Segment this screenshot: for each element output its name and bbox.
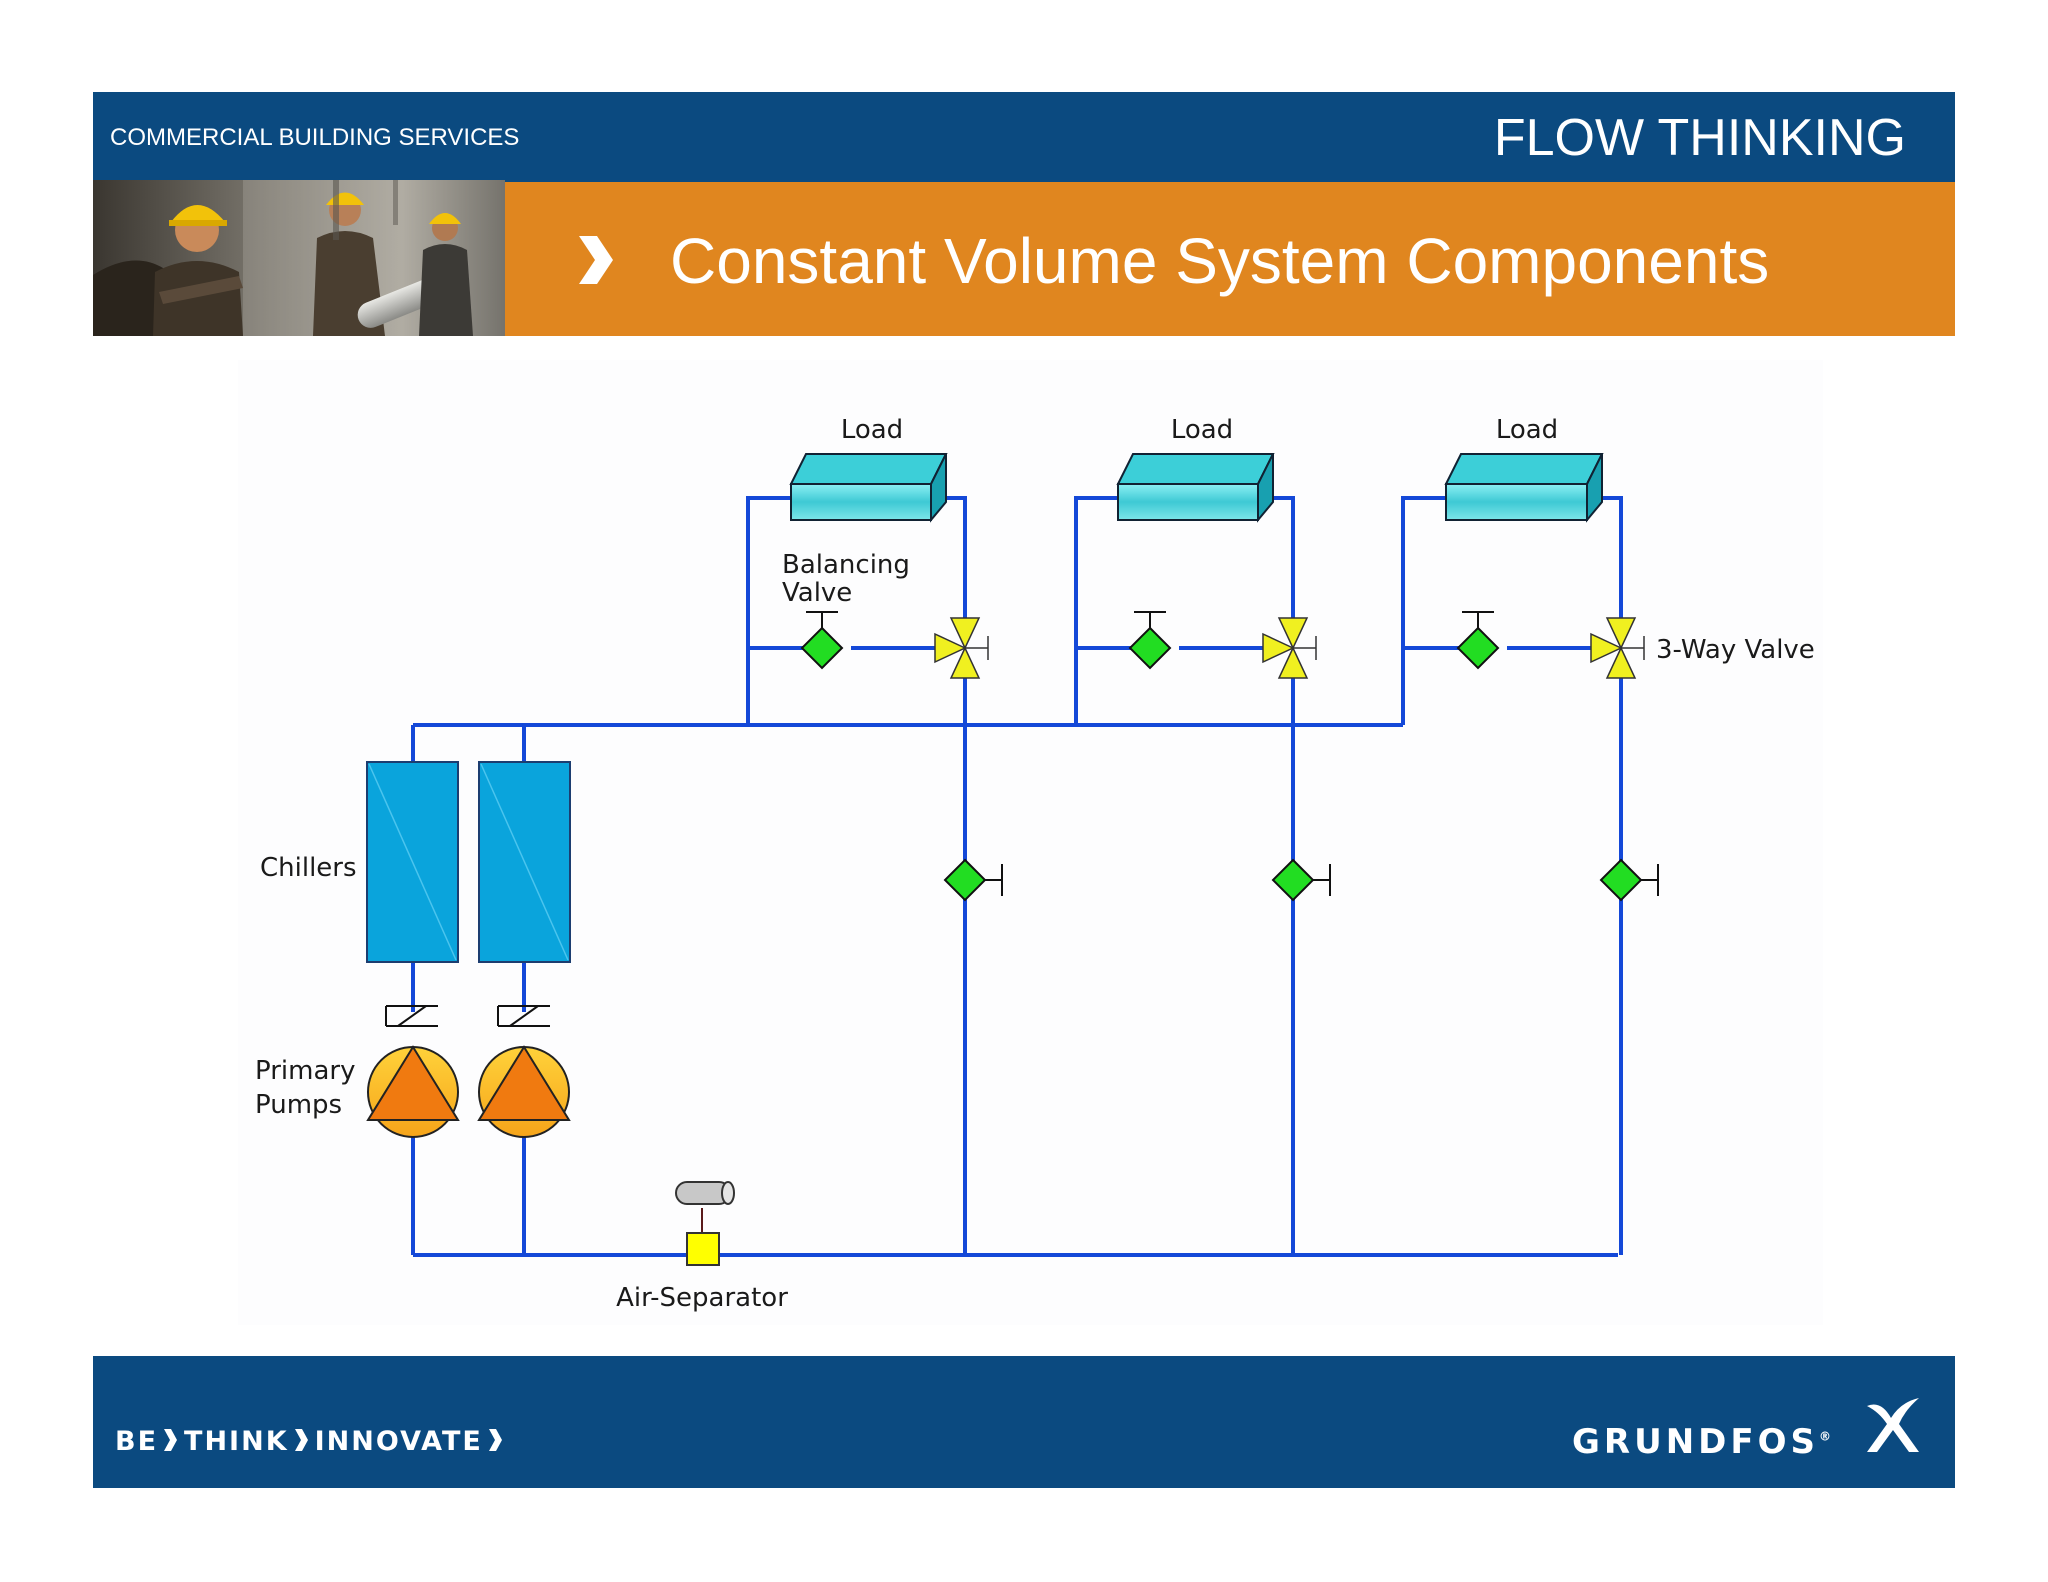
load-label-3: Load [1496,415,1558,445]
piping-network [411,496,1623,1257]
three-way-valve-1 [934,617,989,679]
load-unit-2 [1116,453,1275,523]
section-label: COMMERCIAL BUILDING SERVICES [110,124,520,151]
return-balancing-valve-3 [1599,858,1659,902]
primary-pump-1 [366,1045,460,1138]
three-way-valve-label: 3-Way Valve [1656,635,1815,665]
tagline-innovate: INNOVATE [314,1426,483,1457]
grundfos-logo-text: GRUNDFOS® [1572,1422,1835,1462]
check-valve-icon [497,1005,550,1027]
load-label-1: Load [841,415,903,445]
chillers-label: Chillers [260,853,357,883]
workers-photo [93,180,505,336]
flow-thinking-label: FLOW THINKING [1493,109,1906,167]
title-bar [505,182,1955,336]
check-valve-icon [385,1005,438,1027]
three-way-valve-2 [1262,617,1317,679]
primary-pumps-label-line1: Primary [255,1056,355,1086]
branch2-return [1179,496,1295,1255]
chevron-right-icon [294,1429,308,1451]
load-unit-3 [1444,453,1604,523]
load-unit-1 [789,453,948,523]
chiller-1 [366,761,459,963]
three-way-valve-3 [1590,617,1645,679]
footer-tagline: BE THINK INNOVATE [115,1426,509,1457]
registered-mark: ® [1819,1429,1835,1444]
brand-name: GRUNDFOS [1572,1422,1819,1462]
balancing-valve-label-line2: Valve [782,578,852,608]
chevron-right-icon [579,236,613,284]
primary-pumps-label-line2: Pumps [255,1090,342,1120]
air-separator-icon [675,1181,735,1266]
slide-title: Constant Volume System Components [670,225,1770,297]
balancing-valve-1 [800,611,844,670]
chiller-2 [478,761,571,963]
header-bar [93,92,1955,182]
branch3-return [1507,496,1623,1255]
air-separator-label: Air-Separator [616,1283,788,1313]
chevron-right-icon [488,1429,502,1451]
balancing-valve-2 [1128,611,1172,670]
system-diagram-panel: Load Load Load Balancing Valve 3-Way Val… [238,360,1823,1325]
chevron-right-icon [164,1429,178,1451]
branch1-return [851,496,967,1255]
load-label-2: Load [1171,415,1233,445]
tagline-be: BE [115,1426,159,1457]
footer-bar: BE THINK INNOVATE GRUNDFOS® [93,1356,1955,1488]
constant-volume-system-diagram: Load Load Load Balancing Valve 3-Way Val… [255,415,1815,1313]
primary-pump-2 [477,1045,571,1138]
balancing-valve-label-line1: Balancing [782,550,910,580]
return-balancing-valve-2 [1271,858,1331,902]
grundfos-logo-icon [1867,1398,1919,1452]
return-balancing-valve-1 [943,858,1003,902]
balancing-valve-3 [1456,611,1500,670]
tagline-think: THINK [184,1426,289,1457]
